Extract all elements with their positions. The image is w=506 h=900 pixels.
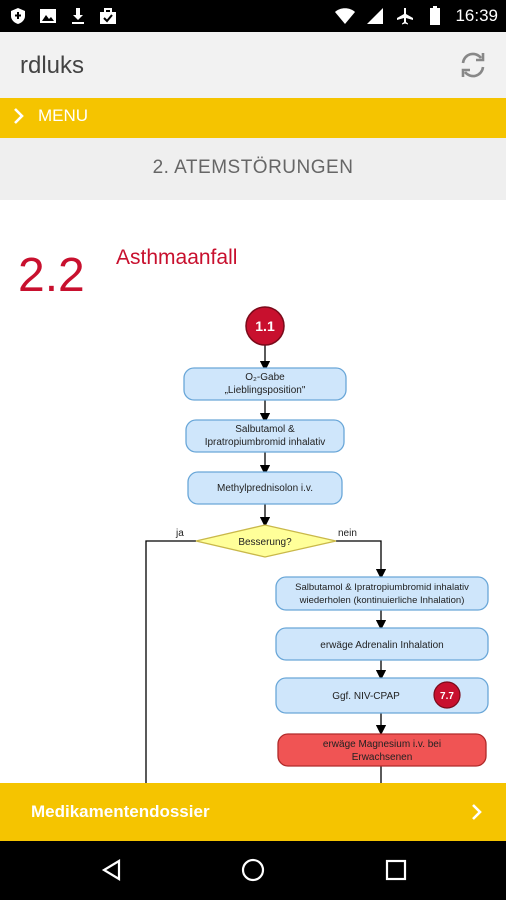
section-title: 2. ATEMSTÖRUNGEN [152, 157, 354, 178]
medikamentendossier-button[interactable]: Medikamentendossier [0, 783, 506, 841]
briefcase-icon [98, 6, 118, 26]
flow-start-ref: 1.1 [245, 306, 285, 346]
status-icons-right: 16:39 [335, 6, 498, 26]
battery-icon [425, 6, 445, 26]
flow-node-repeat-inhalation: Salbutamol & Ipratropiumbromid inhalativ… [275, 576, 489, 611]
section-header: 2. ATEMSTÖRUNGEN [0, 138, 506, 200]
flow-decision: Besserung? ja nein [175, 524, 357, 558]
app-bar: rdluks [0, 32, 506, 98]
menu-label: MENU [38, 106, 89, 125]
chevron-right-icon [12, 106, 28, 126]
flow-decision-no: nein [338, 528, 357, 539]
flow-start-ref-label: 1.1 [255, 318, 275, 334]
flow-node-o2: O₂-Gabe „Lieblingsposition" [183, 367, 347, 401]
flowchart: 1.1 O₂-Gabe „Lieblingsposition" Salbutam… [145, 306, 489, 783]
back-icon[interactable] [97, 855, 127, 885]
system-nav-bar [0, 841, 506, 900]
flow-node-line: erwäge Adrenalin Inhalation [320, 640, 443, 651]
recents-icon[interactable] [381, 855, 411, 885]
flow-node-line: O₂-Gabe [245, 372, 285, 383]
flow-connectors [145, 345, 387, 783]
flow-node-line: Salbutamol & Ipratropiumbromid inhalativ [295, 582, 469, 593]
flow-node-line: wiederholen (kontinuierliche Inhalation) [299, 595, 465, 606]
chapter-number: 2.2 [18, 249, 85, 302]
airplane-icon [395, 6, 415, 26]
wifi-icon [335, 6, 356, 26]
signal-icon [365, 6, 385, 26]
flow-node-line: Erwachsenen [352, 752, 413, 763]
flow-node-niv-cpap: Ggf. NIV-CPAP 7.7 [275, 677, 489, 714]
flow-node-line: „Lieblingsposition" [225, 385, 306, 396]
app-title: rdluks [20, 52, 85, 79]
flow-node-adrenalin: erwäge Adrenalin Inhalation [275, 627, 489, 661]
status-icons-left [8, 6, 118, 26]
flow-node-line: Methylprednisolon i.v. [217, 483, 313, 494]
flow-ref-badge [433, 681, 461, 709]
flow-node-line: Ipratropiumbromid inhalativ [205, 437, 326, 448]
status-bar: 16:39 [0, 0, 506, 32]
download-icon [68, 6, 88, 26]
flow-node-methylprednisolon: Methylprednisolon i.v. [187, 471, 343, 505]
home-icon[interactable] [238, 855, 268, 885]
bottom-bar-label: Medikamentendossier [31, 802, 210, 821]
flow-decision-label: Besserung? [238, 537, 292, 548]
status-time: 16:39 [455, 6, 498, 25]
flow-node-line: erwäge Magnesium i.v. bei [323, 739, 441, 750]
chevron-right-icon [470, 802, 484, 822]
flow-node-line: Ggf. NIV-CPAP [332, 691, 400, 702]
menu-bar[interactable]: MENU [0, 98, 506, 138]
flow-decision-yes: ja [175, 528, 184, 539]
content-area[interactable]: 2.2 Asthmaanfall 1.1 O [0, 200, 506, 783]
image-icon [38, 6, 58, 26]
flow-node-salbutamol: Salbutamol & Ipratropiumbromid inhalativ [185, 419, 345, 453]
refresh-icon[interactable] [456, 48, 490, 82]
flow-node-line: Salbutamol & [235, 424, 295, 435]
flow-ref-badge-label: 7.7 [440, 691, 454, 702]
flow-node-magnesium: erwäge Magnesium i.v. bei Erwachsenen [277, 733, 487, 767]
chapter-title: Asthmaanfall [116, 246, 238, 269]
shield-icon [8, 6, 28, 26]
